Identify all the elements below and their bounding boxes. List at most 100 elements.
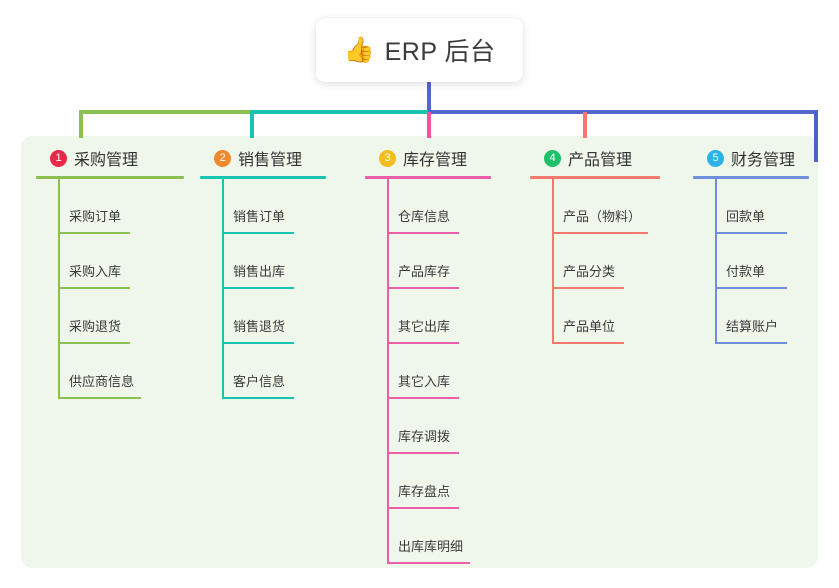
branch-item-label: 销售退货 <box>233 319 286 334</box>
branch-items: 仓库信息产品库存其它出库其它入库库存调拨库存盘点出库库明细 <box>365 179 491 564</box>
branch-item-rule <box>715 342 787 344</box>
branch-item[interactable]: 出库库明细 <box>365 509 491 564</box>
branch-item-label: 其它入库 <box>398 374 451 389</box>
branch-header-3[interactable]: 3 库存管理 <box>365 146 491 170</box>
branch-drop-5 <box>814 112 818 162</box>
branch-title: 产品管理 <box>568 152 633 169</box>
branch-item-rule <box>58 397 141 399</box>
branch-item[interactable]: 销售订单 <box>200 179 326 234</box>
branch-item-label: 采购订单 <box>69 209 122 224</box>
branch-item-rule <box>387 452 459 454</box>
branch-item-label: 回款单 <box>726 209 766 224</box>
branch-item-rule <box>552 232 648 234</box>
branch-number-badge: 3 <box>379 149 396 167</box>
branch-item-label: 采购入库 <box>69 264 122 279</box>
branch-header-5[interactable]: 5 财务管理 <box>693 146 809 170</box>
branch-header-rule <box>200 176 326 179</box>
branch-bar-5 <box>720 110 818 114</box>
branch-bar-1 <box>79 110 250 114</box>
branch-item-label: 产品分类 <box>563 264 616 279</box>
branch-item-rule <box>58 287 130 289</box>
branch-spine <box>387 179 389 564</box>
branch-item-rule <box>387 507 459 509</box>
branch-item[interactable]: 回款单 <box>693 179 809 234</box>
branch-item-rule <box>387 232 459 234</box>
branch-item-label: 结算账户 <box>726 319 779 334</box>
branch-item-label: 其它出库 <box>398 319 451 334</box>
branch-item[interactable]: 其它入库 <box>365 344 491 399</box>
branch-drop-3 <box>427 112 431 138</box>
branch-drop-4 <box>583 112 587 138</box>
branch-item[interactable]: 产品库存 <box>365 234 491 289</box>
branch-item-rule <box>552 287 624 289</box>
branch-item[interactable]: 库存盘点 <box>365 454 491 509</box>
branch-spine <box>222 179 224 399</box>
branch-items: 产品（物料） 产品分类产品单位 <box>530 179 660 344</box>
branch-item-rule <box>58 342 130 344</box>
branch-number-badge: 4 <box>544 149 561 167</box>
branch-bar-2 <box>250 110 428 114</box>
branch-item[interactable]: 供应商信息 <box>36 344 184 399</box>
branch-bar-4 <box>572 110 720 114</box>
branch-item-rule <box>387 287 459 289</box>
branch-item[interactable]: 产品（物料） <box>530 179 660 234</box>
branch-item-rule <box>387 397 459 399</box>
branch-item-rule <box>387 342 459 344</box>
branch-item[interactable]: 销售出库 <box>200 234 326 289</box>
branch-item-rule <box>222 287 294 289</box>
branch-item-label: 销售订单 <box>233 209 286 224</box>
branch-items: 回款单付款单结算账户 <box>693 179 809 344</box>
branch-item-rule <box>715 287 787 289</box>
branch-column-5: 5 财务管理回款单付款单结算账户 <box>693 146 809 344</box>
branches-panel <box>21 136 818 568</box>
branch-item[interactable]: 仓库信息 <box>365 179 491 234</box>
branch-item[interactable]: 产品单位 <box>530 289 660 344</box>
branch-items: 销售订单销售出库销售退货客户信息 <box>200 179 326 399</box>
root-stem-connector <box>427 80 431 112</box>
root-node[interactable]: 👍 ERP 后台 <box>316 18 523 82</box>
branch-item-rule <box>222 397 294 399</box>
branch-item-rule <box>222 342 294 344</box>
branch-spine <box>552 179 554 344</box>
branch-item-rule <box>58 232 130 234</box>
branch-drop-2 <box>250 112 254 138</box>
branch-item-label: 客户信息 <box>233 374 286 389</box>
branch-item-rule <box>552 342 624 344</box>
branch-item-label: 供应商信息 <box>69 374 135 389</box>
branch-title: 库存管理 <box>403 152 468 169</box>
branch-item[interactable]: 库存调拨 <box>365 399 491 454</box>
branch-item-label: 产品库存 <box>398 264 451 279</box>
branch-bar-3 <box>428 110 572 114</box>
branch-item-label: 库存盘点 <box>398 484 451 499</box>
branch-item[interactable]: 销售退货 <box>200 289 326 344</box>
branch-item[interactable]: 其它出库 <box>365 289 491 344</box>
branch-item[interactable]: 客户信息 <box>200 344 326 399</box>
branch-column-3: 3 库存管理仓库信息产品库存其它出库其它入库库存调拨库存盘点出库库明细 <box>365 146 491 564</box>
branch-item-rule <box>715 232 787 234</box>
branch-item-label: 出库库明细 <box>398 539 464 554</box>
branch-header-rule <box>365 176 491 179</box>
branch-item-label: 付款单 <box>726 264 766 279</box>
branch-title: 财务管理 <box>731 152 796 169</box>
branch-spine <box>58 179 60 399</box>
branch-item[interactable]: 采购退货 <box>36 289 184 344</box>
branch-item-label: 产品单位 <box>563 319 616 334</box>
branch-item[interactable]: 结算账户 <box>693 289 809 344</box>
branch-item[interactable]: 采购订单 <box>36 179 184 234</box>
branch-item-label: 库存调拨 <box>398 429 451 444</box>
branch-item[interactable]: 付款单 <box>693 234 809 289</box>
branch-item[interactable]: 采购入库 <box>36 234 184 289</box>
branch-number-badge: 5 <box>707 149 724 167</box>
branch-number-badge: 1 <box>50 149 67 167</box>
thumbs-up-icon: 👍 <box>343 35 375 64</box>
branch-item[interactable]: 产品分类 <box>530 234 660 289</box>
branch-item-label: 销售出库 <box>233 264 286 279</box>
branch-header-4[interactable]: 4 产品管理 <box>530 146 660 170</box>
branch-item-label: 仓库信息 <box>398 209 451 224</box>
branch-item-label: 采购退货 <box>69 319 122 334</box>
